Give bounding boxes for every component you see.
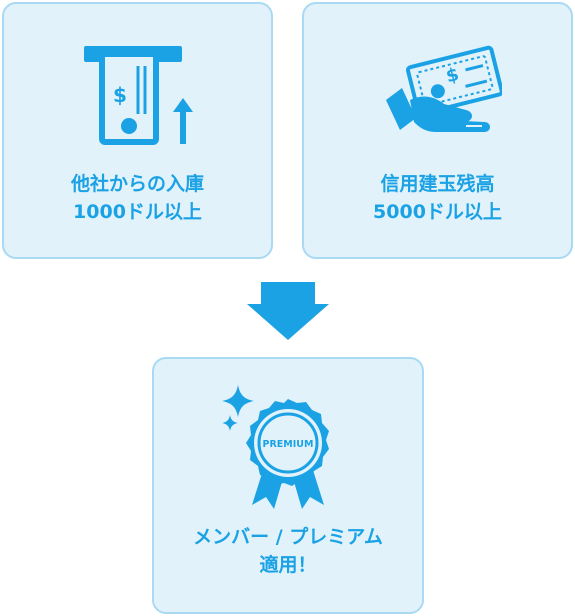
condition-balance-line2: 5000ドル以上	[373, 201, 502, 223]
condition-card-balance: $ 信用建玉残高 5000ドル以上	[302, 2, 573, 259]
premium-badge-icon: PREMIUM	[222, 385, 329, 509]
condition-balance-line1: 信用建玉残高	[380, 173, 495, 195]
svg-text:$: $	[113, 83, 127, 107]
result-card-premium: PREMIUM メンバー / プレミアム 適用！	[152, 357, 424, 614]
result-premium-line1: メンバー / プレミアム	[193, 526, 383, 548]
condition-balance-label: 信用建玉残高 5000ドル以上	[304, 170, 571, 226]
condition-card-deposit: $ 他社からの入庫 1000ドル以上	[2, 2, 273, 259]
atm-cash-withdrawal-icon: $	[84, 46, 193, 145]
result-premium-line2: 適用！	[259, 554, 317, 576]
result-premium-label: メンバー / プレミアム 適用！	[154, 523, 422, 579]
condition-deposit-label: 他社からの入庫 1000ドル以上	[4, 170, 271, 226]
sparkle-icon	[222, 385, 254, 417]
hand-holding-money-icon: $	[386, 45, 502, 132]
premium-badge-text: PREMIUM	[263, 439, 314, 450]
svg-text:$: $	[444, 64, 461, 87]
sparkle-small-icon	[222, 415, 238, 431]
condition-deposit-line1: 他社からの入庫	[70, 173, 204, 195]
condition-deposit-line2: 1000ドル以上	[73, 201, 202, 223]
arrow-down-icon	[247, 282, 329, 340]
